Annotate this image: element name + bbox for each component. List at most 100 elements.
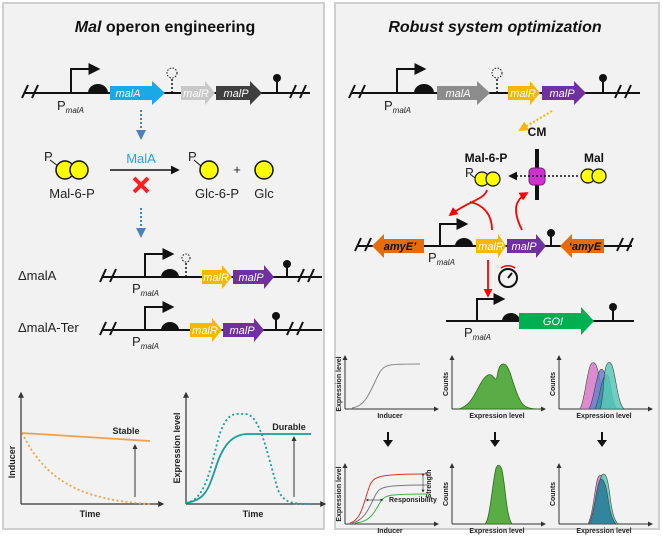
rbs-icon xyxy=(88,84,108,93)
plus-sign: + xyxy=(233,162,241,177)
rbs-icon xyxy=(455,238,473,246)
promoter-label: PmalA xyxy=(132,281,159,298)
left-panel-mal-operon-engineering xyxy=(2,2,325,530)
terminator-icon xyxy=(272,312,280,320)
maltose-icon xyxy=(485,171,501,187)
down-arrows xyxy=(383,432,607,447)
plot-histogram-bimodal: Counts Expression level xyxy=(443,355,546,420)
responsibility-label: Responsibility xyxy=(389,497,437,504)
dose-response-red xyxy=(349,473,428,524)
plot-histogram-overlap: Counts Expression level xyxy=(550,463,653,535)
right-operon-original: PmalA malA malR malP xyxy=(348,63,640,115)
promoter-label: PmalA xyxy=(428,250,455,267)
gene-malA xyxy=(437,81,490,105)
rbs-icon xyxy=(161,269,179,277)
construct-deltaMalA: ΔmalA PmalA malR malP xyxy=(18,248,322,298)
promoter-label: PmalA xyxy=(132,334,159,351)
substrate-mal6p: Mal-6-P xyxy=(49,186,95,201)
gene-label-malR: malR xyxy=(478,241,504,253)
promoter-label: PmalA xyxy=(384,98,411,115)
gene-label-malP: malP xyxy=(511,241,537,253)
promoter-label: PmalA xyxy=(57,98,84,115)
maltose-icon xyxy=(591,168,607,184)
promoter-arrow-icon xyxy=(144,301,175,330)
red-arrow-malR xyxy=(469,201,493,231)
gene-label-malP: malP xyxy=(223,88,249,100)
phosphate-label: P xyxy=(188,149,197,164)
y-axis-label: Counts xyxy=(550,482,557,506)
y-axis-label: Counts xyxy=(443,482,450,506)
rbs-icon xyxy=(414,84,434,93)
gene-label-malP: malP xyxy=(238,272,264,284)
y-axis-label: Expression level xyxy=(336,356,343,411)
y-axis-label: Inducer xyxy=(7,445,17,478)
dose-response-grey xyxy=(351,484,428,524)
promoter-label: PmalA xyxy=(464,325,491,342)
gene-label-malR: malR xyxy=(203,272,229,284)
phosphate-label: P xyxy=(44,149,53,164)
gene-label-goi: GOI xyxy=(543,316,563,328)
gene-malR xyxy=(190,318,222,342)
phosphate-label: P xyxy=(465,165,474,180)
left-title: Mal operon engineering xyxy=(75,19,255,36)
annotation-durable: Durable xyxy=(272,422,306,432)
histogram-bimodal xyxy=(457,363,541,410)
rbs-icon xyxy=(161,322,179,330)
annotation-stable: Stable xyxy=(112,426,139,436)
plot-inducer-vs-time: Inducer Time Stable xyxy=(7,391,165,519)
plot-dose-response-after: Expression level Inducer Strength Respon… xyxy=(336,463,439,535)
promoter-arrow-icon xyxy=(70,63,101,93)
inducer-decay-line xyxy=(21,432,151,505)
mal-label: Mal xyxy=(584,151,604,165)
break-mark xyxy=(21,84,29,99)
plot-histogram-variants: Counts Expression level xyxy=(550,355,653,420)
terminator-dashed-icon xyxy=(181,253,191,263)
right-operon-integrated: amyE’ PmalA malR malP ‘amyE xyxy=(354,218,634,267)
y-axis-label: Counts xyxy=(443,372,450,396)
enzyme-malA: MalA xyxy=(126,151,156,166)
promoter-arrow-icon xyxy=(396,63,427,93)
red-arrow-malP-to-transporter xyxy=(515,192,529,231)
goi-construct: PmalA GOI xyxy=(446,293,634,342)
break-mark xyxy=(289,84,297,99)
strength-label: Strength xyxy=(426,470,433,499)
gene-malP xyxy=(223,318,264,342)
x-axis-label: Time xyxy=(243,509,264,519)
terminator-dashed-icon xyxy=(491,67,503,79)
gene-malR xyxy=(508,81,540,105)
break-mark xyxy=(31,84,39,99)
mal6p-label: Mal-6-P xyxy=(465,151,508,165)
promoter-arrow-icon xyxy=(476,293,506,321)
left-title-rest: operon engineering xyxy=(101,19,255,36)
left-operon-wildtype: PmalA malA malR malP xyxy=(21,63,310,115)
x-axis-label: Expression level xyxy=(469,413,524,420)
expression-transient-line xyxy=(185,412,313,505)
glucose-icon xyxy=(199,160,219,180)
product-glc: Glc xyxy=(254,186,274,201)
membrane-transport: CM Mal Mal-6-P P xyxy=(465,125,607,200)
x-axis-label: Expression level xyxy=(576,413,631,420)
gene-label-malR: malR xyxy=(192,325,218,337)
x-axis-label: Time xyxy=(80,509,101,519)
construct-label: ΔmalA xyxy=(18,268,57,283)
terminator-icon xyxy=(273,74,281,82)
x-axis-label: Expression level xyxy=(576,528,631,535)
gene-label-malR: malR xyxy=(510,88,536,100)
product-glc6p: Glc-6-P xyxy=(195,186,239,201)
gene-malA xyxy=(110,81,165,105)
blocked-x-icon xyxy=(132,176,150,194)
expression-durable-line xyxy=(185,433,311,504)
histogram-overlap-teal xyxy=(588,479,617,525)
terminator-icon xyxy=(283,260,291,268)
gene-malP xyxy=(542,81,586,105)
gene-malR xyxy=(476,234,506,258)
terminator-icon xyxy=(599,74,607,82)
gene-label-malA: malA xyxy=(115,88,140,100)
break-mark xyxy=(299,84,307,99)
glucose-icon xyxy=(69,160,89,180)
gene-label-malP: malP xyxy=(549,88,575,100)
down-arrow-icon xyxy=(597,432,607,447)
gene-malR xyxy=(181,81,215,105)
timer-icon xyxy=(498,265,518,288)
